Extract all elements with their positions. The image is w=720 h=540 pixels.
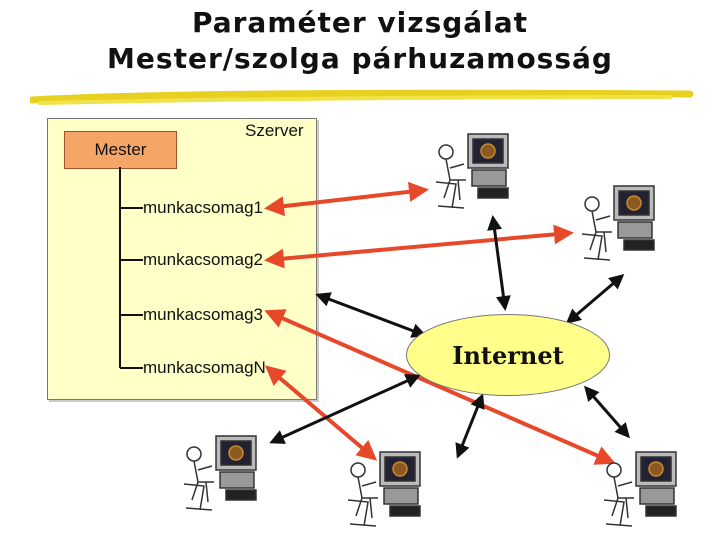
arrow-wp2-to-pc2 — [264, 224, 574, 269]
arrow-pc3-internet — [269, 374, 421, 444]
master-label: Mester — [94, 140, 147, 159]
arrow-wp1-to-pc1 — [264, 181, 429, 217]
work-package-1: munkacsomag1 — [143, 198, 264, 217]
workstation-icon — [581, 185, 655, 261]
tree-lines — [119, 167, 143, 369]
arrow-pc1-internet — [487, 215, 511, 311]
work-package-n: munkacsomagN — [143, 358, 266, 377]
server-label: Szerver — [245, 121, 304, 140]
arrow-pc2-internet — [565, 274, 625, 324]
workstation-icon — [435, 133, 509, 209]
page-title-line1: Paraméter vizsgálat — [191, 6, 529, 39]
internet-label: Internet — [452, 340, 564, 370]
arrow-server-internet — [315, 292, 427, 338]
master-node: Mester — [64, 131, 177, 169]
work-package-2: munkacsomag2 — [143, 250, 264, 269]
internet-arrows — [269, 215, 630, 459]
arrow-pc5-internet — [584, 385, 630, 439]
page-title-line2: Mester/szolga párhuzamosság — [107, 42, 613, 75]
internet-cloud: Internet — [406, 314, 610, 396]
workstation-icon — [603, 451, 677, 527]
workstation-icon — [347, 451, 421, 527]
work-package-3: munkacsomag3 — [143, 305, 264, 324]
workstation-icon — [183, 435, 257, 511]
arrow-pc4-internet — [455, 393, 485, 459]
arrow-wpN-to-pc4 — [264, 365, 378, 461]
title-underline — [30, 89, 694, 105]
